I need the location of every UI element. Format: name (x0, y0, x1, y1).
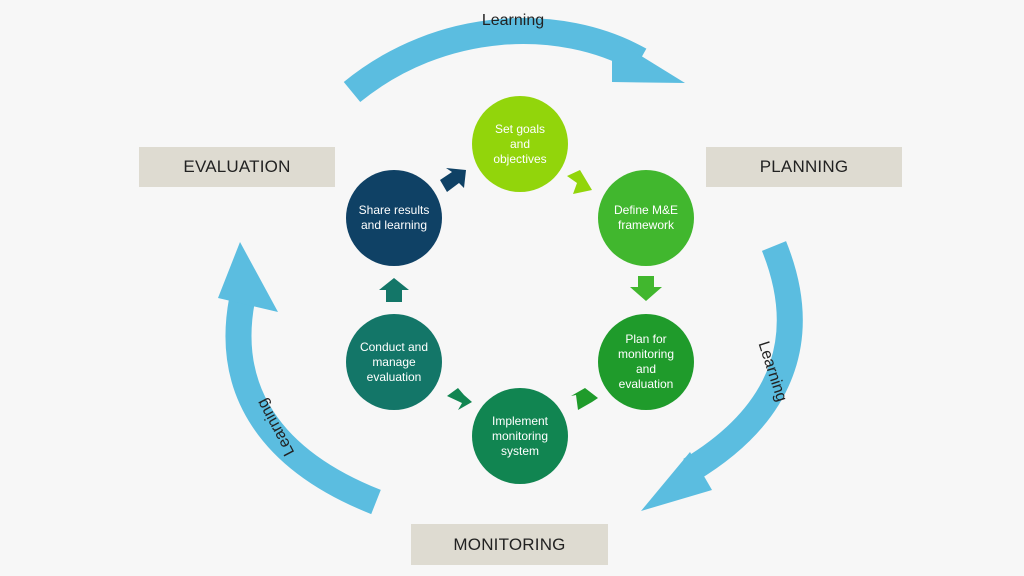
learning-arrow-right-shaft (683, 241, 803, 482)
learning-arrow-left-head (218, 242, 278, 312)
chevron-arrow-icon (571, 388, 598, 410)
learning-arrow-right-head (641, 452, 712, 511)
phase-box-planning: PLANNING (706, 147, 902, 187)
step-circle-define-framework: Define M&E framework (598, 170, 694, 266)
chevron-arrow-icon (440, 168, 466, 192)
chevron-arrow-icon (630, 276, 662, 301)
learning-arrow-left-shaft (225, 297, 381, 515)
phase-label-planning: PLANNING (759, 157, 849, 176)
chevron-arrow-icon (447, 388, 472, 410)
step-circle-share-results: Share results and learning (346, 170, 442, 266)
learning-arrow-top (343, 18, 685, 103)
step-label: Set goals and objectives (493, 121, 547, 166)
step-circle-implement-monitoring: Implement monitoring system (472, 388, 568, 484)
learning-label-top: Learning (482, 12, 544, 29)
phase-label-evaluation: EVALUATION (183, 157, 291, 176)
step-arrow-6-to-1 (440, 168, 466, 192)
step-arrow-2-to-3 (630, 276, 662, 301)
learning-arrow-right (641, 241, 803, 511)
step-label: Implement monitoring system (491, 413, 549, 458)
learning-arrow-left (218, 242, 381, 515)
step-label: Plan for monitoring and evaluation (617, 332, 675, 391)
phase-label-monitoring: MONITORING (453, 534, 566, 554)
step-circle-conduct-evaluation: Conduct and manage evaluation (346, 314, 442, 410)
phase-box-evaluation: EVALUATION (139, 147, 335, 187)
step-arrow-3-to-4 (571, 388, 598, 410)
step-arrow-5-to-6 (379, 278, 409, 302)
step-circle-set-goals: Set goals and objectives (472, 96, 568, 192)
learning-arrow-top-head (612, 38, 685, 83)
step-label: Conduct and manage evaluation (359, 339, 429, 384)
step-arrow-1-to-2 (567, 170, 592, 194)
step-circle-plan-me: Plan for monitoring and evaluation (598, 314, 694, 410)
chevron-arrow-icon (567, 170, 592, 194)
learning-arrow-top-shaft (343, 18, 647, 103)
step-label: Define M&E framework (613, 203, 679, 232)
step-label: Share results and learning (358, 203, 430, 232)
chevron-arrow-icon (379, 278, 409, 302)
step-arrow-4-to-5 (447, 388, 472, 410)
phase-box-monitoring: MONITORING (411, 524, 608, 565)
